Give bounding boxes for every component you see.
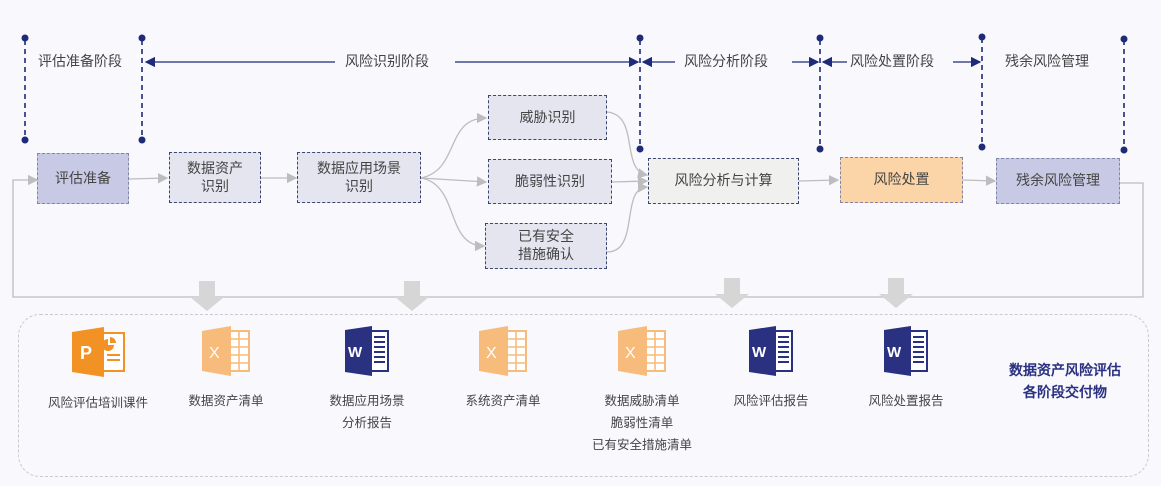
- svg-text:W: W: [752, 344, 767, 361]
- deliverable-item: X 数据威胁清单 脆弱性清单 已有安全措施清单: [577, 326, 707, 456]
- node-risk-analysis: 风险分析与计算: [648, 158, 799, 204]
- deliverable-item: X 数据资产清单: [166, 326, 286, 412]
- powerpoint-icon: P: [72, 327, 125, 377]
- word-icon: W: [749, 326, 793, 376]
- node-assessment-prep: 评估准备: [37, 153, 129, 204]
- down-arrow: [715, 278, 749, 308]
- phase-label-prep: 评估准备阶段: [35, 53, 125, 71]
- node-risk-disposal: 风险处置: [840, 157, 963, 203]
- phase-label-analyze: 风险分析阶段: [681, 53, 771, 71]
- excel-icon: X: [618, 326, 666, 376]
- deliverable-item: P 风险评估培训课件: [33, 326, 163, 414]
- phase-label-residual: 残余风险管理: [1002, 53, 1092, 71]
- deliverable-item: W 数据应用场景 分析报告: [307, 326, 427, 434]
- down-arrow: [879, 278, 913, 308]
- svg-text:W: W: [348, 344, 363, 361]
- down-arrow: [190, 281, 224, 311]
- node-residual-risk: 残余风险管理: [996, 158, 1120, 204]
- excel-icon: X: [479, 326, 527, 376]
- svg-text:X: X: [625, 345, 636, 362]
- deliverables-panel: [18, 314, 1149, 477]
- svg-text:P: P: [80, 343, 92, 363]
- word-icon: W: [345, 326, 389, 376]
- node-threat-identification: 威胁识别: [488, 95, 607, 140]
- deliverable-item: X 系统资产清单: [443, 326, 563, 412]
- deliverables-summary-title: 数据资产风险评估 各阶段交付物: [1009, 363, 1121, 401]
- phase-label-identify: 风险识别阶段: [342, 53, 432, 71]
- node-data-scenario-identification: 数据应用场景识别: [297, 152, 421, 203]
- phase-label-dispose: 风险处置阶段: [847, 53, 937, 71]
- svg-text:W: W: [887, 344, 902, 361]
- deliverable-item: W 风险评估报告: [711, 326, 831, 412]
- node-existing-measures: 已有安全措施确认: [485, 223, 607, 269]
- svg-text:X: X: [209, 345, 220, 362]
- down-arrow: [395, 281, 429, 311]
- deliverable-item: W 风险处置报告: [846, 326, 966, 412]
- excel-icon: X: [202, 326, 250, 376]
- word-icon: W: [884, 326, 928, 376]
- node-vulnerability-identification: 脆弱性识别: [488, 159, 612, 204]
- svg-text:X: X: [486, 345, 497, 362]
- node-data-asset-identification: 数据资产识别: [169, 152, 261, 203]
